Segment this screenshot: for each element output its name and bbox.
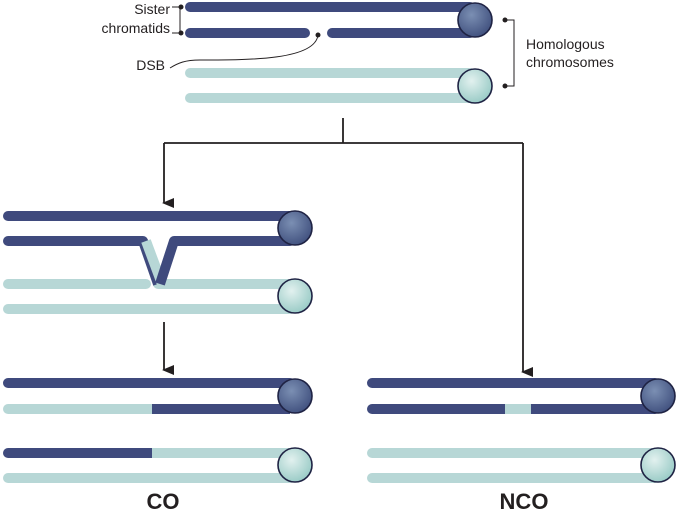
bracket-dot-bottom (178, 30, 184, 36)
bracket-dot-top (178, 4, 184, 10)
centromere-light (277, 447, 313, 483)
centromere-light (277, 278, 313, 314)
centromere-light (457, 68, 493, 104)
centromere-dark (277, 210, 313, 246)
cross-dark-strand-2 (155, 239, 179, 286)
homolog-dot-bottom (502, 83, 508, 89)
centromere-dark (457, 2, 493, 38)
branch-arrows (162, 118, 533, 377)
top-panel: Sister chromatids DSB Homologous chromos… (102, 1, 614, 104)
sister-label-2: chromatids (102, 20, 170, 36)
homologous-bracket (505, 19, 515, 87)
dsb-dot (315, 32, 321, 38)
dsb-pointer (169, 34, 319, 69)
homologous-label-2: chromosomes (526, 54, 614, 70)
co-product (3, 378, 313, 483)
homolog-dot-top (502, 17, 508, 23)
homologous-label-1: Homologous (526, 36, 605, 52)
sister-label-1: Sister (134, 1, 170, 17)
nco-label: NCO (500, 489, 549, 514)
centromere-light (640, 447, 676, 483)
crossover-intermediate (3, 210, 313, 314)
dsb-label: DSB (136, 57, 165, 73)
co-label: CO (147, 489, 180, 514)
centromere-dark (277, 378, 313, 414)
nco-product (367, 378, 676, 483)
sister-bracket (172, 6, 181, 34)
centromere-dark (640, 378, 676, 414)
